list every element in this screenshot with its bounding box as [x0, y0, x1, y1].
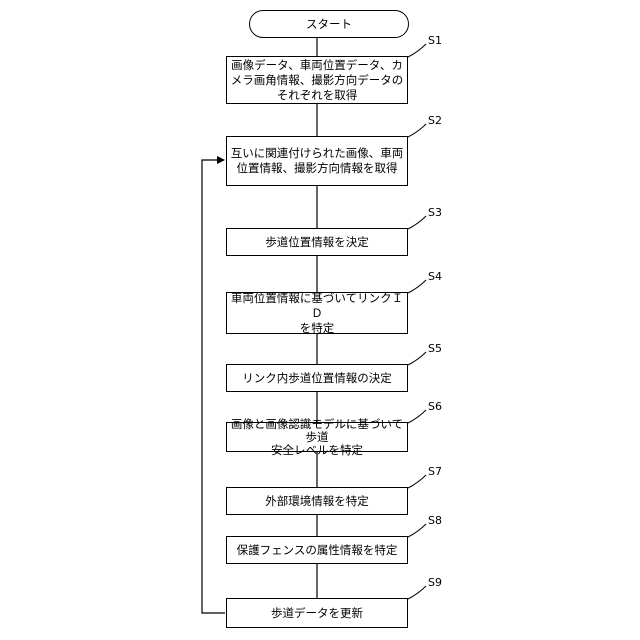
leader-s9 [408, 586, 426, 599]
step-box-s1: 画像データ、車両位置データ、カ メラ画角情報、撮影方向データの それぞれを取得 [226, 56, 408, 104]
step-id-s4: S4 [428, 270, 442, 283]
step-box-s2: 互いに関連付けられた画像、車両 位置情報、撮影方向情報を取得 [226, 136, 408, 186]
leader-s5 [408, 352, 426, 365]
leader-s2 [408, 124, 426, 137]
loop-back-arrow [202, 160, 225, 613]
step-box-s6: 画像と画像認識モデルに基づいて歩道 安全レベルを特定 [226, 422, 408, 452]
step-text: 歩道データを更新 [271, 606, 363, 621]
step-id-s3: S3 [428, 206, 442, 219]
step-box-s7: 外部環境情報を特定 [226, 487, 408, 515]
step-box-s8: 保護フェンスの属性情報を特定 [226, 536, 408, 564]
step-id-s9: S9 [428, 576, 442, 589]
leader-s4 [408, 280, 426, 293]
leader-s1 [408, 44, 426, 57]
step-id-s1: S1 [428, 34, 442, 47]
step-id-s2: S2 [428, 114, 442, 127]
step-text: 画像データ、車両位置データ、カ メラ画角情報、撮影方向データの それぞれを取得 [231, 58, 404, 103]
step-box-s9: 歩道データを更新 [226, 598, 408, 628]
step-id-s6: S6 [428, 400, 442, 413]
leader-s8 [408, 524, 426, 537]
leader-s6 [408, 410, 426, 423]
leader-s3 [408, 216, 426, 229]
step-box-s3: 歩道位置情報を決定 [226, 228, 408, 256]
step-text: 保護フェンスの属性情報を特定 [237, 543, 398, 558]
step-text: 車両位置情報に基づいてリンクＩＤ を特定 [227, 291, 407, 336]
step-text: 歩道位置情報を決定 [265, 235, 369, 250]
start-terminal: スタート [249, 10, 409, 38]
step-text: リンク内歩道位置情報の決定 [242, 371, 392, 386]
step-id-s7: S7 [428, 465, 442, 478]
start-label: スタート [306, 17, 352, 32]
leader-s7 [408, 475, 426, 488]
step-box-s4: 車両位置情報に基づいてリンクＩＤ を特定 [226, 292, 408, 334]
step-text: 互いに関連付けられた画像、車両 位置情報、撮影方向情報を取得 [231, 146, 404, 176]
step-box-s5: リンク内歩道位置情報の決定 [226, 364, 408, 392]
step-id-s8: S8 [428, 514, 442, 527]
step-text: 外部環境情報を特定 [265, 494, 369, 509]
step-text: 画像と画像認識モデルに基づいて歩道 安全レベルを特定 [227, 418, 407, 457]
step-id-s5: S5 [428, 342, 442, 355]
